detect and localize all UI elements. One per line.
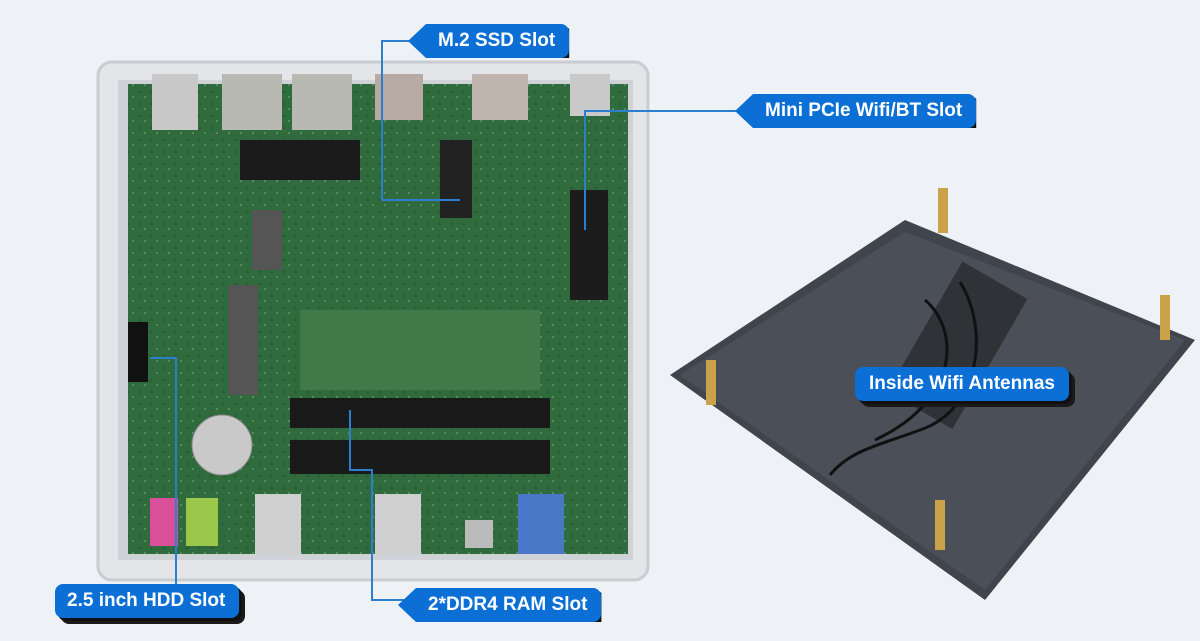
callout-ram-slot: 2*DDR4 RAM Slot — [398, 588, 602, 622]
callout-m2-ssd-slot: M.2 SSD Slot — [408, 24, 570, 58]
callout-hdd-slot: 2.5 inch HDD Slot — [55, 584, 240, 618]
ram-slot-1 — [290, 398, 550, 428]
antenna-cable — [828, 281, 978, 476]
ram-slot-2 — [290, 440, 550, 474]
callout-wifi-antennas: Inside Wifi Antennas — [855, 367, 1069, 401]
callout-mini-pcie-slot: Mini PCIe Wifi/BT Slot — [735, 94, 977, 128]
